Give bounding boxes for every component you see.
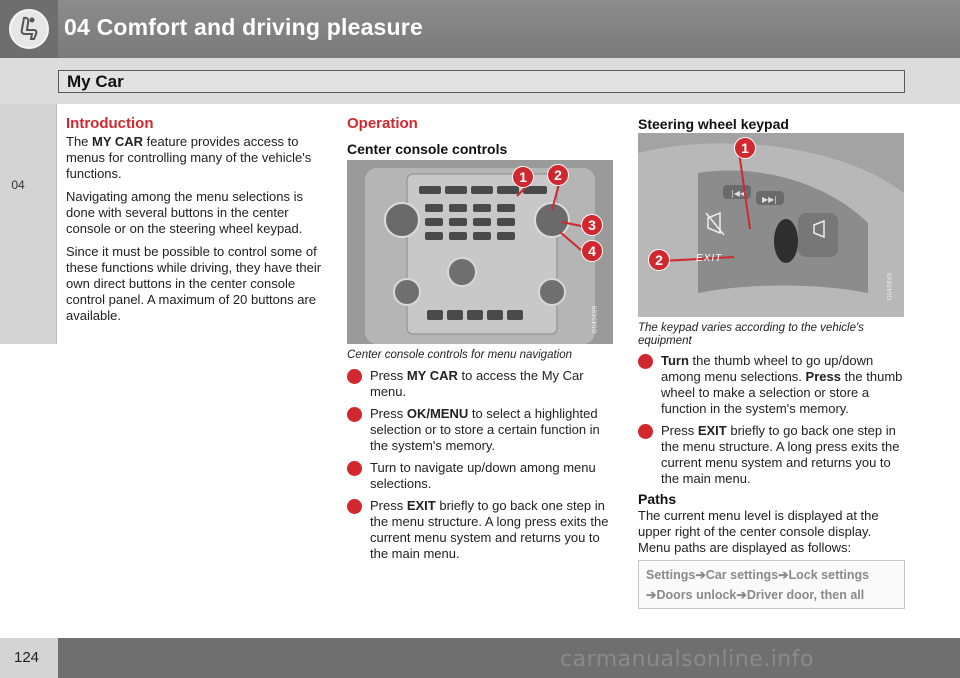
keypad-step-2: Press EXIT briefly to go back one step i… (638, 423, 906, 487)
chapter-side-tab (0, 104, 56, 344)
callout-3: 3 (581, 214, 603, 236)
steering-heading: Steering wheel keypad (638, 116, 789, 132)
callout-4: 4 (581, 240, 603, 262)
step-text: briefly to go back one step in the menu … (370, 498, 609, 561)
path-segment: Driver door, then all (746, 588, 865, 602)
step-badge-2 (638, 424, 653, 439)
arrow-right-icon: ➔ (695, 568, 706, 582)
side-divider (56, 104, 57, 344)
chapter-icon-box (0, 0, 58, 58)
step-text: the thumb wheel to go up/down among menu… (661, 353, 874, 384)
step-text: to access the My Car menu. (370, 368, 584, 399)
center-console-figure: 1 2 3 4 G045699 (347, 160, 613, 344)
intro-paragraph-1: The MY CAR feature provides access to me… (66, 134, 324, 182)
step-text: the thumb wheel to make a selection or s… (661, 369, 903, 416)
footer-bar (0, 638, 960, 678)
arrow-right-icon: ➔ (778, 568, 789, 582)
step-badge-3 (347, 461, 362, 476)
paths-text: The current menu level is displayed at t… (638, 508, 879, 555)
intro-text: The (66, 134, 93, 149)
seat-icon (9, 9, 49, 49)
step-bold-term: OK/MENU (406, 406, 469, 421)
intro-heading: Introduction (66, 115, 154, 132)
menu-path-line-1: Settings➔Car settings➔Lock settings (646, 565, 869, 586)
step-badge-2 (347, 407, 362, 422)
section-title-box: My Car (58, 70, 905, 93)
keypad-figure-code: G045645 (886, 272, 894, 301)
chapter-tab-label: 04 (11, 178, 25, 192)
menu-path-example: Settings➔Car settings➔Lock settings ➔Doo… (638, 560, 905, 609)
operation-step-3: Turn to navigate up/down among menu sele… (347, 460, 609, 492)
operation-column: Operation Center console controls (347, 115, 615, 158)
operation-step-4: Press EXIT briefly to go back one step i… (347, 498, 609, 562)
arrow-right-icon: ➔ (646, 588, 657, 602)
chapter-header-bar (0, 0, 960, 58)
menu-path-line-2: ➔Doors unlock➔Driver door, then all (646, 585, 864, 606)
watermark: carmanualsonline.info (560, 647, 814, 672)
step-text: Press (370, 406, 407, 421)
step-text: Press (370, 368, 407, 383)
intro-column: Introduction The MY CAR feature provides… (66, 116, 324, 331)
step-badge-4 (347, 499, 362, 514)
section-title: My Car (67, 72, 124, 91)
operation-step-2: Press OK/MENU to select a highlighted se… (347, 406, 609, 454)
callout-1: 1 (512, 166, 534, 188)
page-number: 124 (14, 649, 40, 666)
keypad-callout-2: 2 (648, 249, 670, 271)
intro-paragraph-2: Navigating among the menu selections is … (66, 189, 304, 236)
intro-paragraph-3: Since it must be possible to control som… (66, 244, 322, 323)
center-console-caption: Center console controls for menu navigat… (347, 349, 573, 361)
keypad-callout-1: 1 (734, 137, 756, 159)
center-console-subheading: Center console controls (347, 141, 508, 157)
step-text: briefly to go back one step in the menu … (661, 423, 900, 486)
steering-column: Steering wheel keypad (638, 116, 906, 132)
step-bold-term: Turn (661, 353, 689, 368)
figure-code: G045699 (591, 305, 599, 334)
exit-label: EXIT (696, 253, 723, 264)
keypad-caption: The keypad varies according to the vehic… (638, 322, 864, 347)
intro-text: feature provides access to menus for con… (66, 134, 312, 181)
step-bold-term: EXIT (697, 423, 727, 438)
svg-text:|◀◀: |◀◀ (731, 189, 747, 198)
page-number-box (0, 638, 58, 678)
svg-text:▶▶|: ▶▶| (762, 195, 777, 204)
step-badge-1 (347, 369, 362, 384)
arrow-right-icon: ➔ (736, 588, 747, 602)
chapter-title: 04 Comfort and driving pleasure (64, 14, 423, 40)
my-car-term: MY CAR (92, 134, 144, 149)
step-text: to select a highlighted selection or to … (370, 406, 600, 453)
step-bold-term: EXIT (406, 498, 436, 513)
path-segment: Doors unlock (656, 588, 737, 602)
steering-keypad-figure: |◀◀ ▶▶| 1 2 EXIT G045645 (638, 133, 904, 317)
callout-2: 2 (547, 164, 569, 186)
step-bold-term: MY CAR (406, 368, 458, 383)
operation-step-1: Press MY CAR to access the My Car menu. (347, 368, 609, 400)
operation-heading: Operation (347, 115, 418, 132)
operation-steps: Press MY CAR to access the My Car menu. … (347, 368, 609, 568)
steering-steps: Turn the thumb wheel to go up/down among… (638, 353, 906, 493)
steering-keypad-illustration: |◀◀ ▶▶| (638, 133, 904, 317)
center-console-illustration (347, 160, 613, 344)
step-badge-1 (638, 354, 653, 369)
paths-section: Paths The current menu level is displaye… (638, 491, 906, 563)
path-segment: Lock settings (788, 568, 870, 582)
step-text: Press (370, 498, 407, 513)
paths-heading: Paths (638, 491, 677, 507)
keypad-step-1: Turn the thumb wheel to go up/down among… (638, 353, 906, 417)
step-bold-term: Press (805, 369, 841, 384)
step-text: Press (661, 423, 698, 438)
path-segment: Car settings (705, 568, 779, 582)
step-text: Turn to navigate up/down among menu sele… (370, 460, 596, 491)
path-segment: Settings (646, 568, 696, 582)
